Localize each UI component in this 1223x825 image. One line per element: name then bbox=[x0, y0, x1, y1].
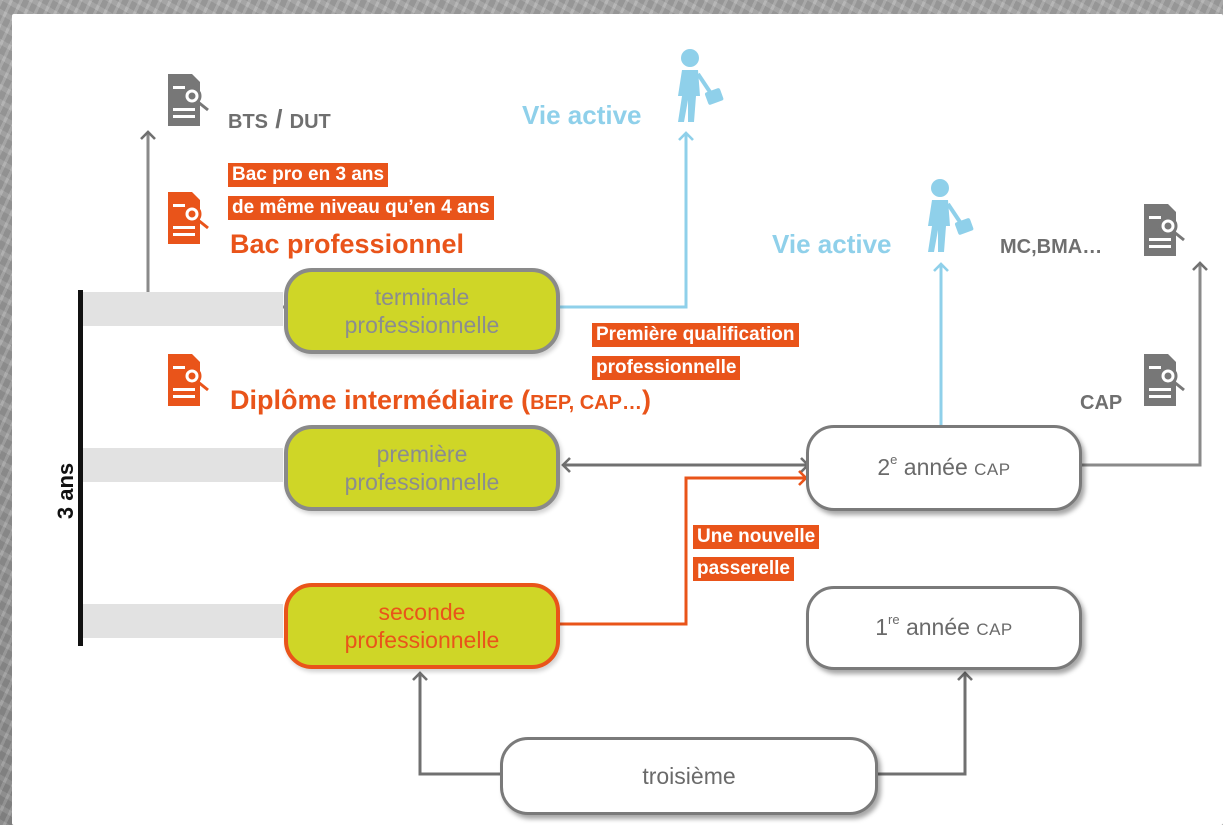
diploma-doc-icon bbox=[1144, 204, 1185, 256]
duration-bar bbox=[78, 290, 83, 646]
node-cap1: 1re année CAP bbox=[806, 586, 1082, 670]
link-seconde-passerelle bbox=[558, 470, 808, 626]
diplome-intermediaire-title: Diplôme intermédiaire (BEP, CAP…) bbox=[230, 385, 651, 415]
mc-bma-label: MC,BMA… bbox=[1000, 236, 1103, 258]
node-cap2-label: 2e année CAP bbox=[877, 451, 1011, 480]
highlight-premiere-qualif-2: professionnelle bbox=[592, 356, 741, 380]
diploma-doc-icon bbox=[168, 192, 209, 244]
link-terminale-vie-active bbox=[555, 131, 694, 309]
link-troisieme-cap1 bbox=[875, 671, 973, 776]
vie-active-label-right: Vie active bbox=[772, 229, 892, 259]
node-premiere-label: première professionnelle bbox=[344, 441, 500, 495]
node-troisieme-label: troisième bbox=[642, 763, 736, 789]
bts-dut-label: BTS / DUT bbox=[228, 104, 331, 134]
diploma-doc-icon bbox=[168, 74, 209, 126]
highlight-bac-pro-3ans-2: de même niveau qu’en 4 ans bbox=[228, 196, 494, 220]
link-troisieme-seconde bbox=[412, 671, 503, 776]
highlight-bac-pro-3ans-1: Bac pro en 3 ans bbox=[228, 163, 389, 187]
person-briefcase-icon bbox=[928, 179, 974, 252]
node-cap2: 2e année CAP bbox=[806, 425, 1082, 511]
cap-label: CAP bbox=[1080, 392, 1123, 414]
bac-pro-title: Bac professionnel bbox=[230, 229, 465, 259]
highlight-passerelle-1: Une nouvelle bbox=[693, 525, 820, 549]
vie-active-label-left: Vie active bbox=[522, 100, 642, 130]
node-cap1-label: 1re année CAP bbox=[875, 611, 1013, 640]
node-seconde-label: seconde professionnelle bbox=[344, 599, 500, 653]
highlight-premiere-qualif-1: Première qualification bbox=[592, 323, 799, 347]
link-cap2-mc-bma bbox=[1080, 261, 1208, 467]
highlight-passerelle-2: passerelle bbox=[693, 557, 794, 581]
level-band-seconde bbox=[83, 604, 283, 638]
level-band-terminale bbox=[83, 292, 283, 326]
duration-label: 3 ans bbox=[53, 462, 79, 520]
person-briefcase-icon bbox=[678, 49, 724, 122]
diploma-doc-icon bbox=[168, 354, 209, 406]
node-troisieme: troisième bbox=[500, 737, 878, 815]
node-seconde: seconde professionnelle bbox=[284, 583, 560, 669]
node-premiere: première professionnelle bbox=[284, 425, 560, 511]
level-band-premiere bbox=[83, 448, 283, 482]
node-terminale: terminale professionnelle bbox=[284, 268, 560, 354]
diploma-doc-icon bbox=[1144, 354, 1185, 406]
diagram-panel bbox=[12, 14, 1223, 825]
node-terminale-label: terminale professionnelle bbox=[344, 284, 500, 338]
